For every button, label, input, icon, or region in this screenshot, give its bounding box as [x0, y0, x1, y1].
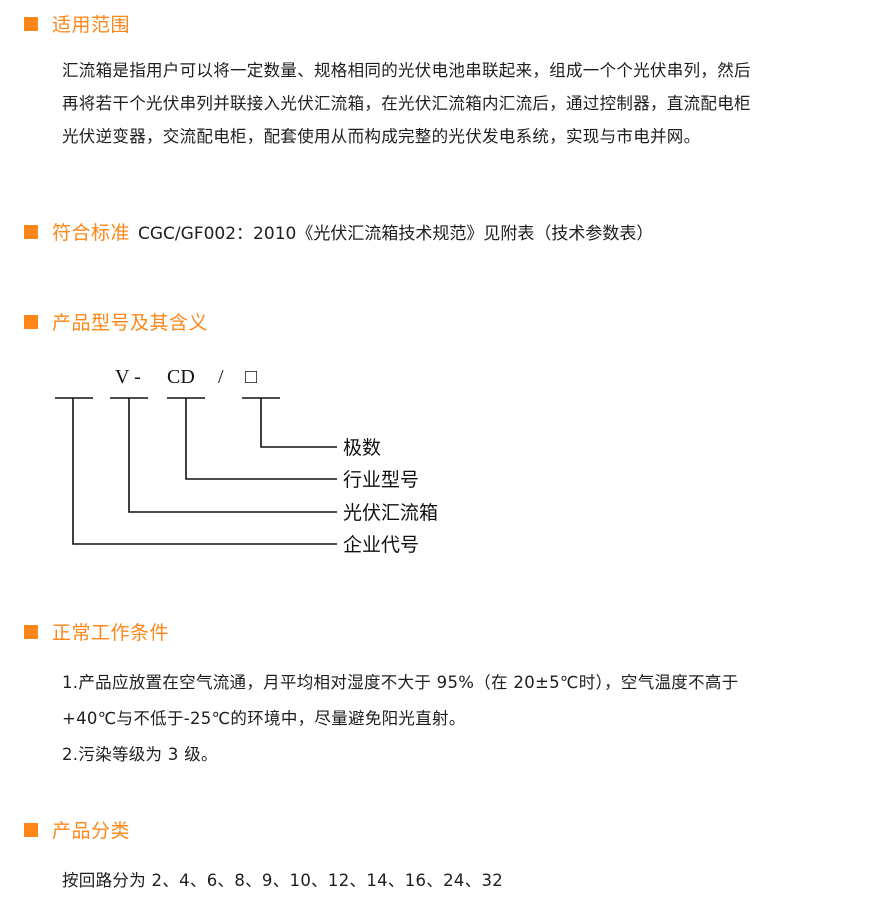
conditions-line: 1.产品应放置在空气流通，月平均相对湿度不大于 95%（在 20±5℃时），空气… [62, 673, 739, 692]
scope-line: 汇流箱是指用户可以将一定数量、规格相同的光伏电池串联起来，组成一个个光伏串列，然… [62, 61, 751, 80]
code-part-slash: / [218, 366, 224, 388]
scope-line: 光伏逆变器，交流配电柜，配套使用从而构成完整的光伏发电系统，实现与市电并网。 [62, 127, 701, 146]
section-heading-conditions: 正常工作条件 [24, 618, 169, 645]
orange-square-bullet-icon [24, 822, 38, 837]
classification-text: 按回路分为 2、4、6、8、9、10、12、14、16、24、32 [62, 871, 504, 890]
section-title: 适用范围 [52, 14, 131, 36]
label-enterprise-code: 企业代号 [343, 535, 420, 556]
section-title: 符合标准 [52, 222, 131, 244]
label-pv-combiner-box: 光伏汇流箱 [343, 503, 439, 524]
scope-paragraph: 汇流箱是指用户可以将一定数量、规格相同的光伏电池串联起来，组成一个个光伏串列，然… [62, 54, 751, 153]
standard-text: CGC/GF002：2010《光伏汇流箱技术规范》见附表（技术参数表） [138, 224, 654, 244]
section-heading-standard: 符合标准 CGC/GF002：2010《光伏汇流箱技术规范》见附表（技术参数表） [24, 218, 653, 245]
conditions-paragraph: 1.产品应放置在空气流通，月平均相对湿度不大于 95%（在 20±5℃时），空气… [62, 665, 739, 773]
section-title: 产品分类 [52, 820, 131, 842]
section-heading-model: 产品型号及其含义 [24, 308, 208, 335]
label-industry-model: 行业型号 [343, 470, 420, 491]
section-heading-scope: 适用范围 [24, 10, 130, 37]
code-part-box: □ [245, 366, 258, 388]
orange-square-bullet-icon [24, 314, 38, 329]
scope-line: 再将若干个光伏串列并联接入光伏汇流箱，在光伏汇流箱内汇流后，通过控制器，直流配电… [62, 94, 751, 113]
section-title: 产品型号及其含义 [52, 312, 209, 334]
orange-square-bullet-icon [24, 16, 38, 31]
conditions-line: +40℃与不低于-25℃的环境中，尽量避免阳光直射。 [62, 709, 466, 728]
orange-square-bullet-icon [24, 624, 38, 639]
section-title: 正常工作条件 [52, 622, 170, 644]
code-part-cd: CD [167, 366, 195, 388]
orange-square-bullet-icon [24, 224, 38, 239]
conditions-line: 2.污染等级为 3 级。 [62, 745, 218, 764]
code-part-v: V - [115, 366, 141, 388]
section-heading-classification: 产品分类 [24, 816, 130, 843]
label-poles: 极数 [343, 438, 382, 459]
